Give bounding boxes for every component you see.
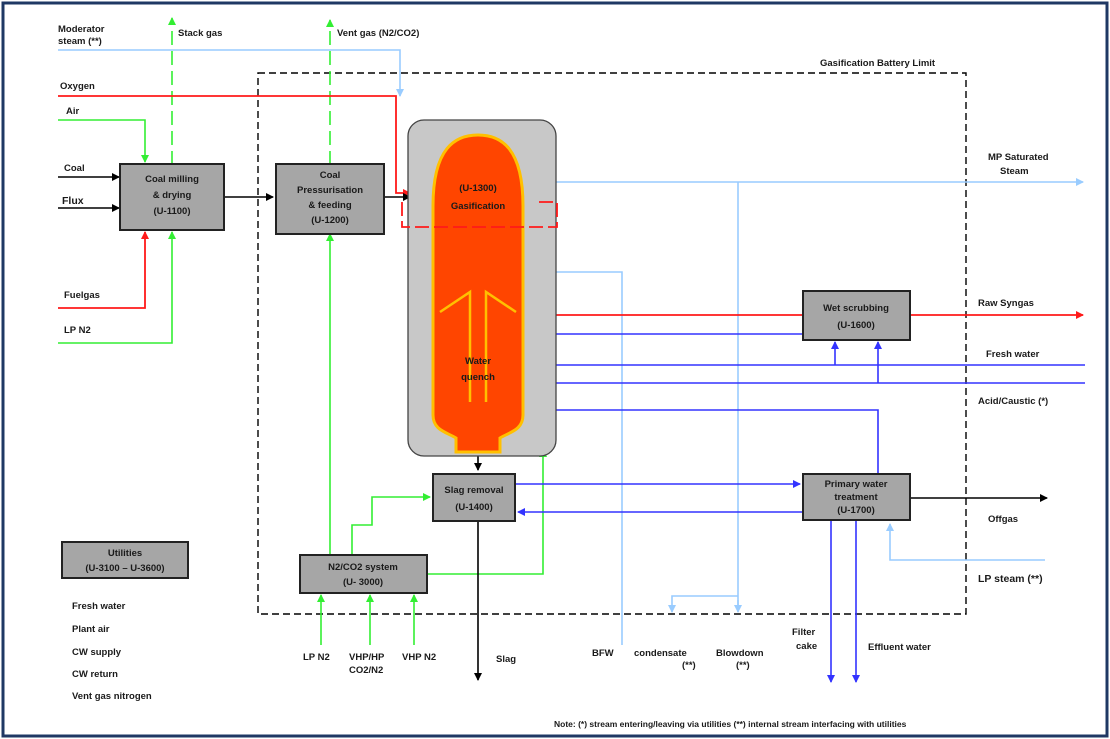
utilities-item-4: CW return [72,669,118,680]
blowdown-label-1: Blowdown [716,648,764,659]
gasification-label-1: (U-1300) [459,183,497,194]
gasification-zone-outline [401,201,558,228]
primary-water-label-1: Primary water [825,479,888,490]
unit-coal-pressurisation: Coal Pressurisation & feeding (U-1200) [275,163,385,235]
primary-water-label-3: (U-1700) [837,505,875,516]
lp-steam-label: LP steam (**) [978,573,1043,585]
unit-coal-milling: Coal milling & drying (U-1100) [119,163,225,231]
raw-syngas-label: Raw Syngas [978,298,1034,309]
lp-n2-bottom-label: LP N2 [303,652,330,663]
fresh-water-label: Fresh water [986,349,1040,360]
offgas-label: Offgas [988,514,1018,525]
pressurisation-label-3: & feeding [308,200,351,211]
utilities-item-1: Fresh water [72,601,126,612]
utilities-label-1: Utilities [108,548,142,559]
condensate-label-1: condensate [634,648,687,659]
pressurisation-label-2: Pressurisation [297,185,363,196]
filter-cake-label-2: cake [796,641,817,652]
recycle-water-line [525,406,879,478]
unit-slag-removal: Slag removal (U-1400) [432,473,516,522]
gasification-label-2: Gasification [451,201,506,212]
condensate-line [668,595,738,613]
pressurisation-label-4: (U-1200) [311,215,349,226]
coal-label: Coal [64,163,85,174]
footnote: Note: (*) stream entering/leaving via ut… [554,719,907,729]
moderator-steam-label-1: Moderator [58,24,105,35]
effluent-water-label: Effluent water [868,642,931,653]
lp-steam-line [886,523,1045,561]
mp-steam-label-1: MP Saturated [988,152,1049,163]
coal-milling-label-1: Coal milling [145,174,199,185]
vhp-hp-label-1: VHP/HP [349,652,385,663]
unit-n2co2-system: N2/CO2 system (U- 3000) [299,554,428,594]
bfw-label: BFW [592,648,614,659]
lp-n2-left-label: LP N2 [64,325,91,336]
reactor-body [431,133,525,454]
air-line [58,119,149,163]
quench-dip-tube [439,289,517,402]
water-quench-label-2: quench [461,372,495,383]
wet-scrubbing-label-1: Wet scrubbing [823,303,889,314]
primary-water-label-2: treatment [834,492,878,503]
oxygen-label: Oxygen [60,81,95,92]
n2co2-label-2: (U- 3000) [343,577,383,588]
vhp-n2-label: VHP N2 [402,652,436,663]
battery-limit-label: Gasification Battery Limit [820,58,936,69]
utilities-label-2: (U-3100 – U-3600) [85,563,164,574]
slag-label: Slag [496,654,516,665]
n2-to-quench-line [427,449,547,575]
vent-gas-label: Vent gas (N2/CO2) [337,28,419,39]
slag-removal-label-2: (U-1400) [455,502,493,513]
filter-cake-label-1: Filter [792,627,816,638]
condensate-label-2: (**) [682,660,696,671]
moderator-steam-label-2: steam (**) [58,36,102,47]
vhp-hp-label-2: CO2/N2 [349,665,383,676]
coal-milling-label-3: (U-1100) [154,206,191,217]
fuelgas-line [58,231,149,309]
stack-gas-label: Stack gas [178,28,222,39]
battery-limit-boundary [257,72,967,615]
utilities-item-3: CW supply [72,647,122,658]
air-label: Air [66,106,80,117]
moderator-steam-line [58,49,404,97]
utilities-item-5: Vent gas nitrogen [72,691,152,702]
utilities-item-2: Plant air [72,624,110,635]
unit-utilities: Utilities (U-3100 – U-3600) [61,541,189,579]
wet-scrubbing-label-2: (U-1600) [837,320,875,331]
n2-to-slag-line [351,493,431,555]
acid-caustic-label: Acid/Caustic (*) [978,396,1048,407]
water-quench-label-1: Water [465,356,491,367]
unit-primary-water-treatment: Primary water treatment (U-1700) [802,473,911,521]
fuelgas-label: Fuelgas [64,290,100,301]
unit-wet-scrubbing: Wet scrubbing (U-1600) [802,290,911,341]
flux-label: Flux [62,195,84,207]
lp-n2-left-line [58,231,176,344]
pressurisation-label-1: Coal [320,170,341,181]
n2co2-label-1: N2/CO2 system [328,562,398,573]
blowdown-label-2: (**) [736,660,750,671]
coal-milling-label-2: & drying [153,190,192,201]
mp-steam-label-2: Steam [1000,166,1029,177]
slag-removal-label-1: Slag removal [444,485,503,496]
